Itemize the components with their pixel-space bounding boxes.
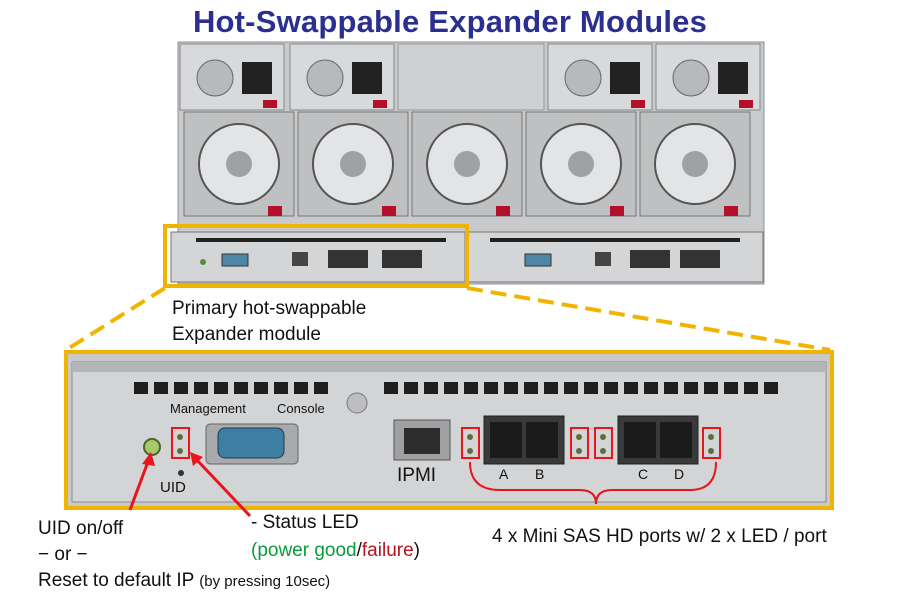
status-paren-close: ) <box>413 540 420 561</box>
status-annotation-line2: (power good/failure) <box>251 540 420 562</box>
highlight-small-module <box>163 224 469 288</box>
label-management: Management <box>170 401 246 416</box>
psu-row <box>179 43 761 111</box>
thumb-screw <box>346 392 368 414</box>
label-console: Console <box>277 401 325 416</box>
vent-slots-small <box>196 238 740 242</box>
status-arrow-line <box>194 457 252 518</box>
label-port-a: A <box>499 466 509 482</box>
sas-ports-annotation: 4 x Mini SAS HD ports w/ 2 x LED / port <box>492 526 827 547</box>
uid-arrowhead <box>142 452 155 466</box>
status-slash: / <box>356 540 362 561</box>
sas-ports-brace <box>469 461 717 505</box>
uid-annotation-main: Reset to default IP <box>38 570 194 591</box>
status-led-box <box>171 427 190 459</box>
label-port-c: C <box>638 466 649 482</box>
uid-annotation-line3: Reset to default IP (by pressing 10sec) <box>38 570 330 592</box>
label-port-b: B <box>535 466 545 482</box>
ipmi-port <box>404 428 440 454</box>
status-arrowhead <box>190 452 203 466</box>
uid-annotation-note: (by pressing 10sec) <box>199 573 331 590</box>
console-port <box>217 427 285 459</box>
sas-ports <box>483 415 699 465</box>
status-annotation-line1: - Status LED <box>251 512 359 533</box>
uid-arrow-line <box>128 458 151 511</box>
sas-led-boxes <box>461 427 721 459</box>
callout-line-right <box>466 286 831 352</box>
label-uid: UID <box>160 479 186 496</box>
uid-annotation-line2: − or − <box>38 544 88 565</box>
uid-pinhole <box>178 470 184 476</box>
callout-line-left <box>64 286 167 352</box>
psu-blank <box>397 43 545 111</box>
label-port-d: D <box>674 466 685 482</box>
zoom-vent-slots <box>134 382 778 394</box>
status-paren-open: ( <box>251 540 258 561</box>
page-title: Hot-Swappable Expander Modules <box>192 4 708 39</box>
callout-line2: Expander module <box>172 324 321 345</box>
status-power-good: power good <box>257 540 357 561</box>
uid-button <box>143 438 161 456</box>
status-failure: failure <box>361 540 414 561</box>
uid-annotation-line1: UID on/off <box>38 518 124 539</box>
fan-row <box>183 111 751 217</box>
label-ipmi: IPMI <box>397 465 437 486</box>
callout-line1: Primary hot-swappable <box>172 298 367 319</box>
